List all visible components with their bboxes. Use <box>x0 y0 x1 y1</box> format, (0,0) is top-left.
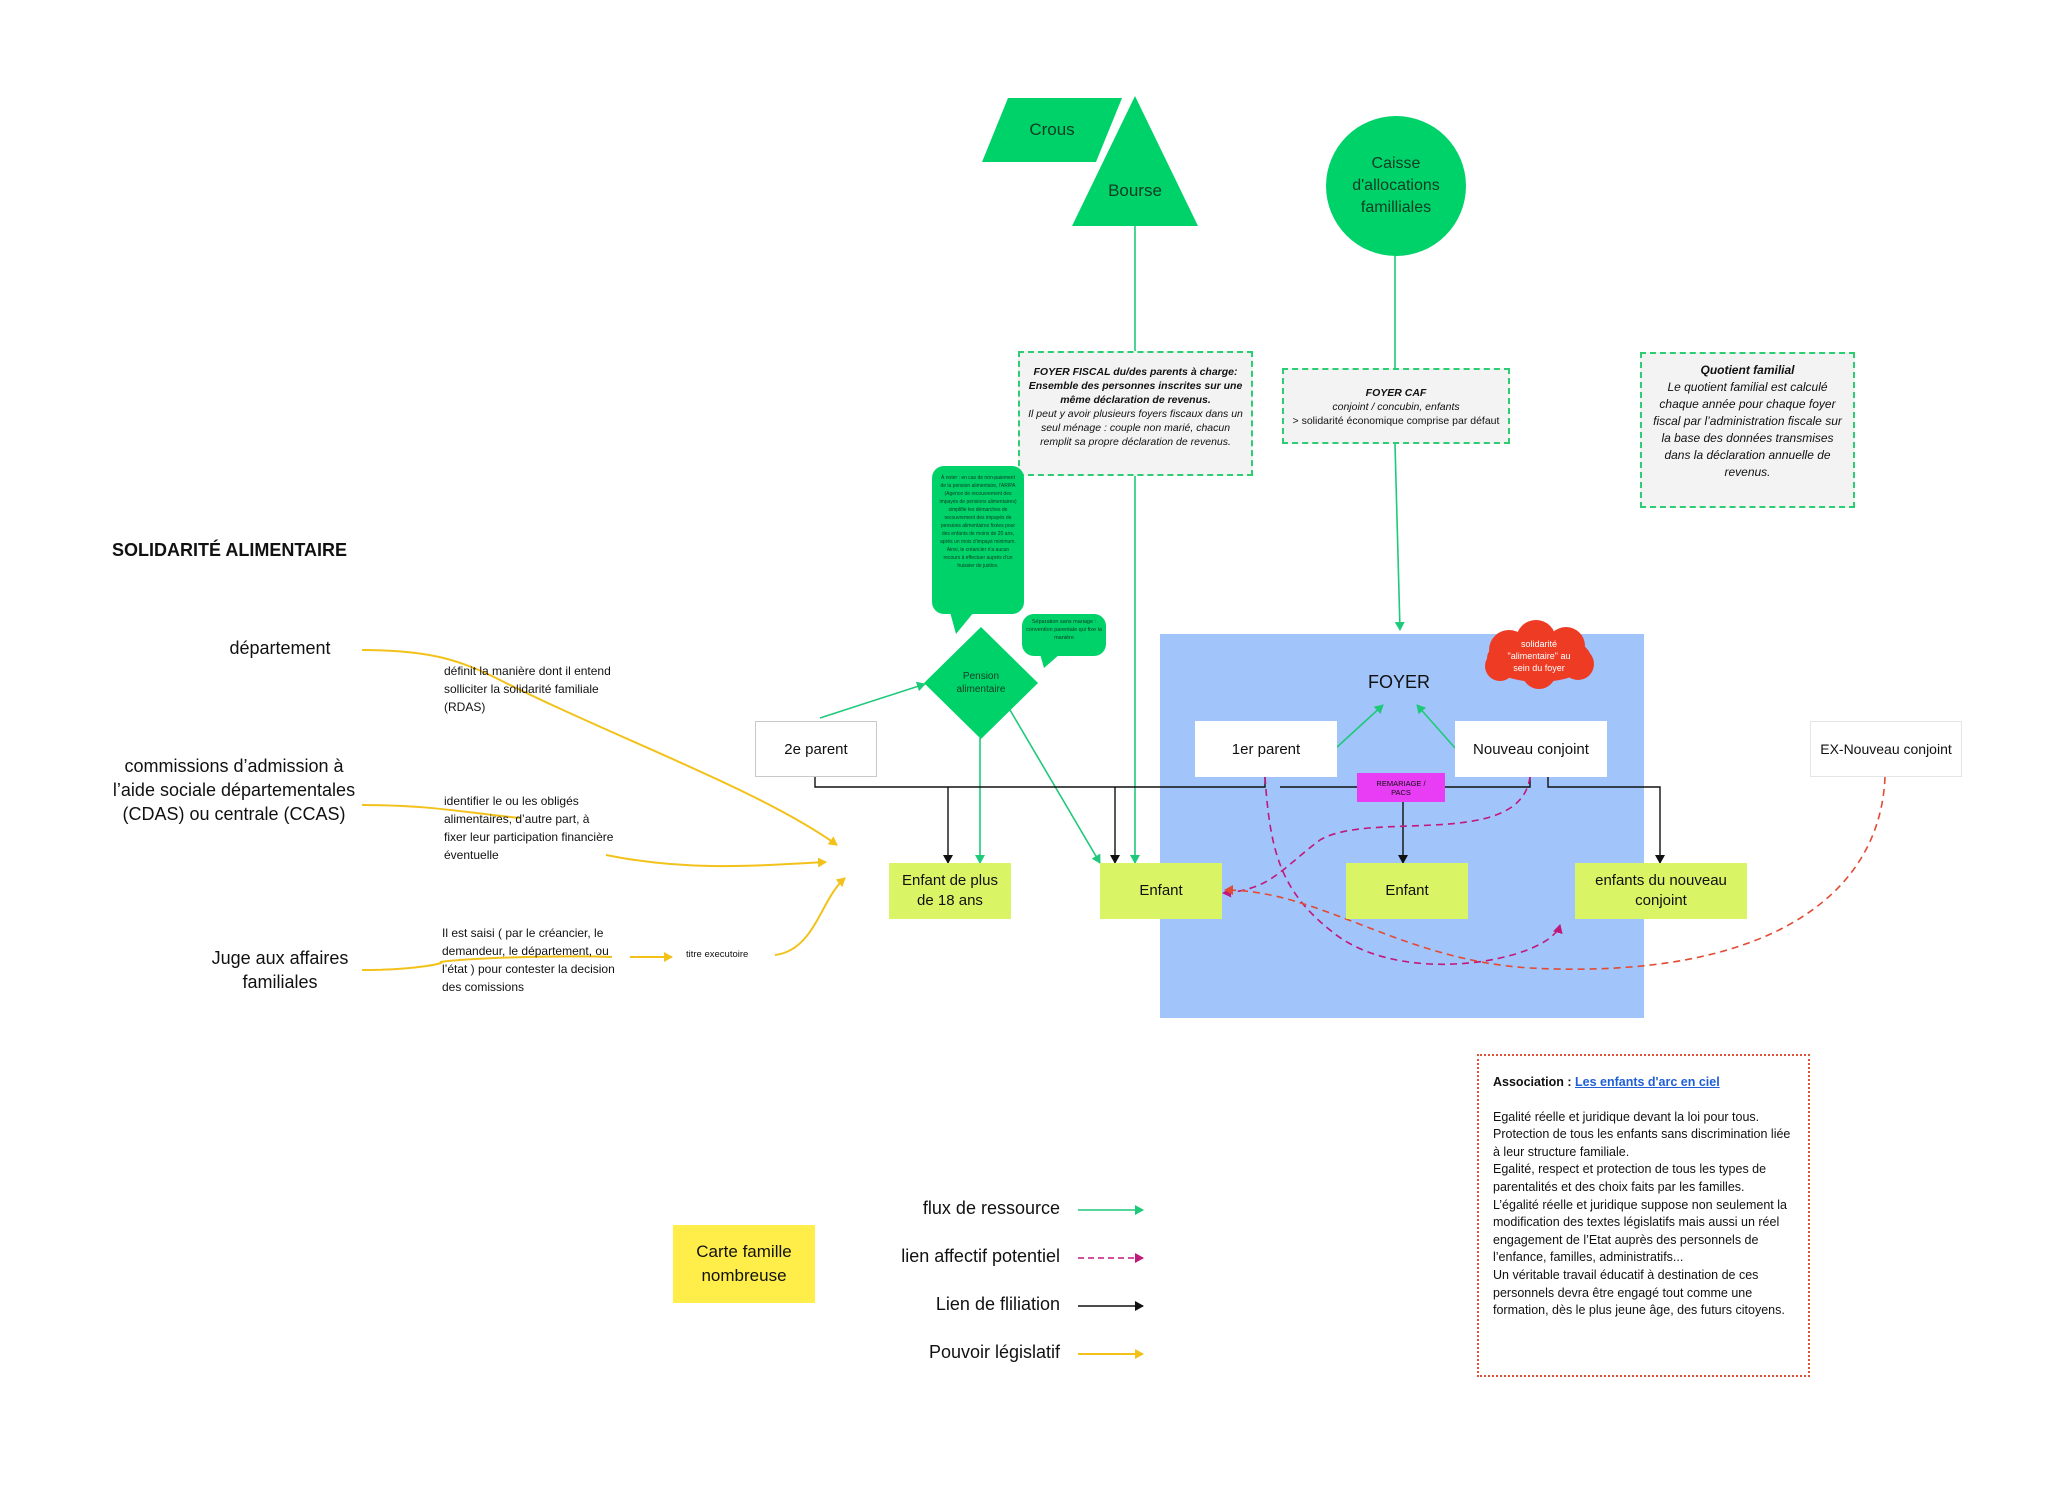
titre-executoire-label: titre executoire <box>686 949 749 960</box>
page-title: SOLIDARITÉ ALIMENTAIRE <box>112 540 347 560</box>
foyer-fiscal-body: Il peut y avoir plusieurs foyers fiscaux… <box>1028 408 1243 448</box>
foyer-caf-line1: conjoint / concubin, enfants <box>1332 401 1460 413</box>
commissions-label: commissions d’admission à l’aide sociale… <box>112 756 356 824</box>
association-header: Association : Les enfants d'arc en ciel <box>1493 1074 1794 1092</box>
enfant-node-2: Enfant <box>1346 863 1468 919</box>
enfants-nouveau-conjoint-node: enfants du nouveau conjoint <box>1575 863 1747 919</box>
legend-filiation-label: Lien de fliliation <box>935 1294 1060 1314</box>
solidarite-cloud: solidarité "alimentaire" au sein du foye… <box>1474 620 1604 690</box>
caf-label: Caisse d'allocations familliales <box>1352 155 1440 216</box>
commissions-description: identifier le ou les obligés alimentaire… <box>444 794 614 862</box>
departement-label: département <box>229 638 331 658</box>
foyer-caf-note: FOYER CAF conjoint / concubin, enfants >… <box>1282 368 1510 444</box>
carte-famille-nombreuse: Carte famille nombreuse <box>673 1225 815 1303</box>
association-link[interactable]: Les enfants d'arc en ciel <box>1574 1075 1720 1089</box>
second-parent-node: 2e parent <box>755 721 877 777</box>
pension-diamond: Pension alimentaire <box>924 627 1038 739</box>
legend-flux-label: flux de ressource <box>922 1198 1060 1218</box>
bourse-label: Bourse <box>1108 181 1162 200</box>
bourse-shape: Bourse <box>1072 96 1198 226</box>
association-box: Association : Les enfants d'arc en ciel … <box>1477 1054 1810 1377</box>
enfant-node-1: Enfant <box>1100 863 1222 919</box>
caf-circle: Caisse d'allocations familliales <box>1326 116 1466 256</box>
nouveau-conjoint-node: Nouveau conjoint <box>1455 721 1607 777</box>
remariage-badge: REMARIAGE / PACS <box>1357 773 1445 802</box>
quotient-familial-note: Quotient familial Le quotient familial e… <box>1640 352 1855 508</box>
cloud-shape <box>1485 620 1594 689</box>
association-label: Association : <box>1493 1075 1572 1089</box>
separation-speech-bubble: Séparation sans mariage : convention par… <box>1022 614 1106 656</box>
legend-lien-affectif-label: lien affectif potentiel <box>901 1246 1060 1266</box>
juge-label: Juge aux affaires familiales <box>211 948 349 992</box>
association-body: Egalité réelle et juridique devant la lo… <box>1493 1109 1791 1318</box>
bourse-triangle <box>1072 96 1198 226</box>
juge-description: Il est saisi ( par le créancier, le dema… <box>442 926 615 994</box>
aripa-bubble-tail <box>950 612 974 634</box>
crous-shape: Crous <box>982 98 1122 162</box>
crous-parallelogram <box>982 98 1122 162</box>
separation-bubble-tail <box>1040 654 1060 668</box>
enfant-plus-18-node: Enfant de plus de 18 ans <box>889 863 1011 919</box>
departement-description: définit la manière dont il entend sollic… <box>444 664 611 714</box>
foyer-fiscal-title: FOYER FISCAL du/des parents à charge: En… <box>1028 366 1243 406</box>
foyer-caf-line2: > solidarité économique comprise par déf… <box>1292 415 1500 427</box>
cloud-label: solidarité "alimentaire" au sein du foye… <box>1507 639 1571 673</box>
pension-label: Pension alimentaire <box>956 671 1006 695</box>
aripa-speech-bubble: À noter : en cas de non-paiement de la p… <box>932 466 1024 614</box>
legend-pouvoir-label: Pouvoir législatif <box>928 1342 1060 1362</box>
legend-arrows <box>1078 1205 1144 1359</box>
foyer-label: FOYER <box>1368 672 1431 692</box>
crous-label: Crous <box>1029 120 1075 139</box>
quotient-title: Quotient familial <box>1700 363 1795 377</box>
first-parent-node: 1er parent <box>1195 721 1337 777</box>
foyer-fiscal-note: FOYER FISCAL du/des parents à charge: En… <box>1018 351 1253 476</box>
ex-nouveau-conjoint-node: EX-Nouveau conjoint <box>1810 721 1962 777</box>
quotient-body: Le quotient familial est calculé chaque … <box>1653 380 1842 479</box>
foyer-caf-title: FOYER CAF <box>1365 387 1427 399</box>
